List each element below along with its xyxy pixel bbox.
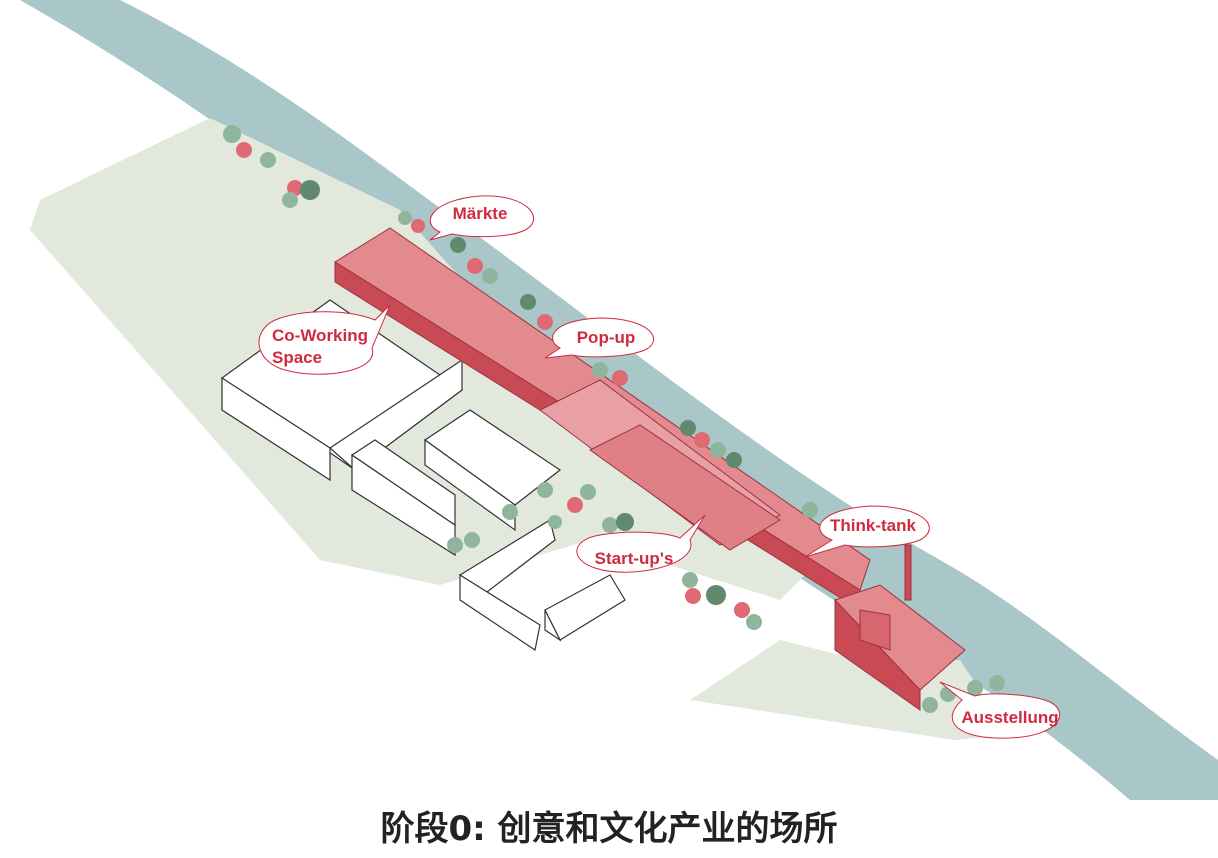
factory-building <box>334 227 966 711</box>
label-thinktank: Think-tank <box>830 516 916 535</box>
label-coworking-line1: Co-Working <box>272 326 368 345</box>
label-maerkte: Märkte <box>453 204 508 223</box>
label-coworking-line2: Space <box>272 348 322 367</box>
label-popup: Pop-up <box>577 328 636 347</box>
bubble-ausstellung: Ausstellung <box>939 681 1061 739</box>
bubble-popup: Pop-up <box>544 317 655 359</box>
site-diagram: Märkte Co-Working Space Pop-up Start-up'… <box>20 0 1218 800</box>
diagram-caption: 阶段0: 创意和文化产业的场所 <box>380 809 838 849</box>
bubble-maerkte: Märkte <box>429 195 535 241</box>
label-ausstellung: Ausstellung <box>961 708 1058 727</box>
label-startups: Start-up's <box>595 549 674 568</box>
bubble-thinktank: Think-tank <box>804 505 930 558</box>
bubble-startups: Start-up's <box>576 514 706 573</box>
trees <box>223 125 1005 713</box>
ground-area <box>30 118 820 600</box>
existing-buildings <box>220 299 626 651</box>
bubble-coworking: Co-Working Space <box>258 304 391 375</box>
